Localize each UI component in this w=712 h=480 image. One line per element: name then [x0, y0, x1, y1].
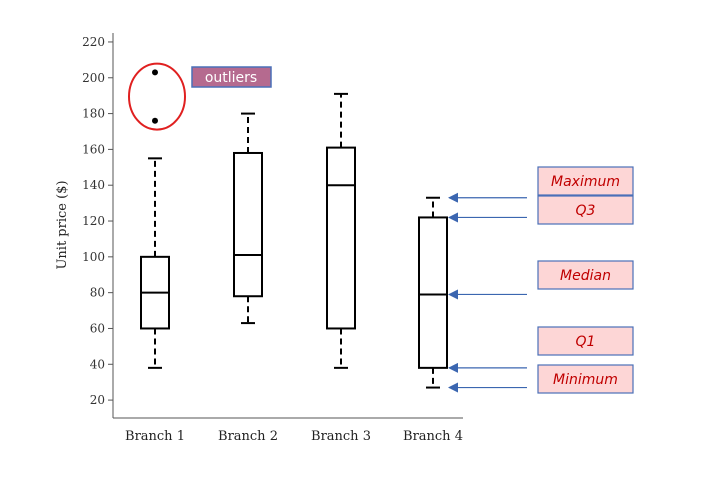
annotation-label-median: Median — [560, 268, 611, 284]
box-group — [140, 69, 170, 369]
annotation-box-minimum — [537, 364, 634, 394]
annotation-box-q1 — [537, 326, 634, 356]
outlier-label: outliers — [205, 70, 257, 86]
y-tick-label: 180 — [82, 107, 105, 121]
x-tick-label: Branch 1 — [125, 429, 185, 444]
outlier-point — [152, 117, 158, 124]
y-tick-label: 100 — [82, 250, 105, 264]
box-group — [326, 92, 356, 369]
annotation-label-q1: Q1 — [576, 334, 596, 350]
y-tick-label: 140 — [82, 178, 105, 192]
outlier-highlight-circle — [128, 62, 186, 131]
boxes — [140, 69, 448, 389]
iqr-box — [418, 216, 448, 369]
y-tick-label: 80 — [90, 286, 105, 300]
iqr-box — [326, 146, 356, 330]
annotation-label-maximum: Maximum — [551, 174, 620, 190]
box-group — [233, 112, 263, 325]
iqr-box — [233, 151, 263, 298]
outlier-point — [152, 69, 158, 76]
x-tick-label: Branch 3 — [311, 429, 371, 444]
annotation-box-q3 — [537, 195, 634, 225]
outlier-label-box — [191, 66, 272, 88]
y-tick-label: 160 — [82, 142, 105, 156]
y-tick-label: 60 — [90, 321, 105, 335]
annotation-label-q3: Q3 — [576, 203, 596, 219]
annotation-box-median — [537, 260, 634, 290]
y-tick-label: 200 — [82, 71, 105, 85]
annotation-box-maximum — [537, 166, 634, 196]
x-tick-label: Branch 4 — [403, 429, 463, 444]
annotation-label-minimum: Minimum — [553, 372, 618, 388]
x-tick-label: Branch 2 — [218, 429, 278, 444]
y-axis-label: Unit price ($) — [55, 180, 70, 269]
y-tick-label: 40 — [90, 357, 105, 371]
y-tick-label: 120 — [82, 214, 105, 228]
y-tick-label: 220 — [82, 35, 105, 49]
y-tick-label: 20 — [90, 393, 105, 407]
box-group — [418, 196, 448, 389]
